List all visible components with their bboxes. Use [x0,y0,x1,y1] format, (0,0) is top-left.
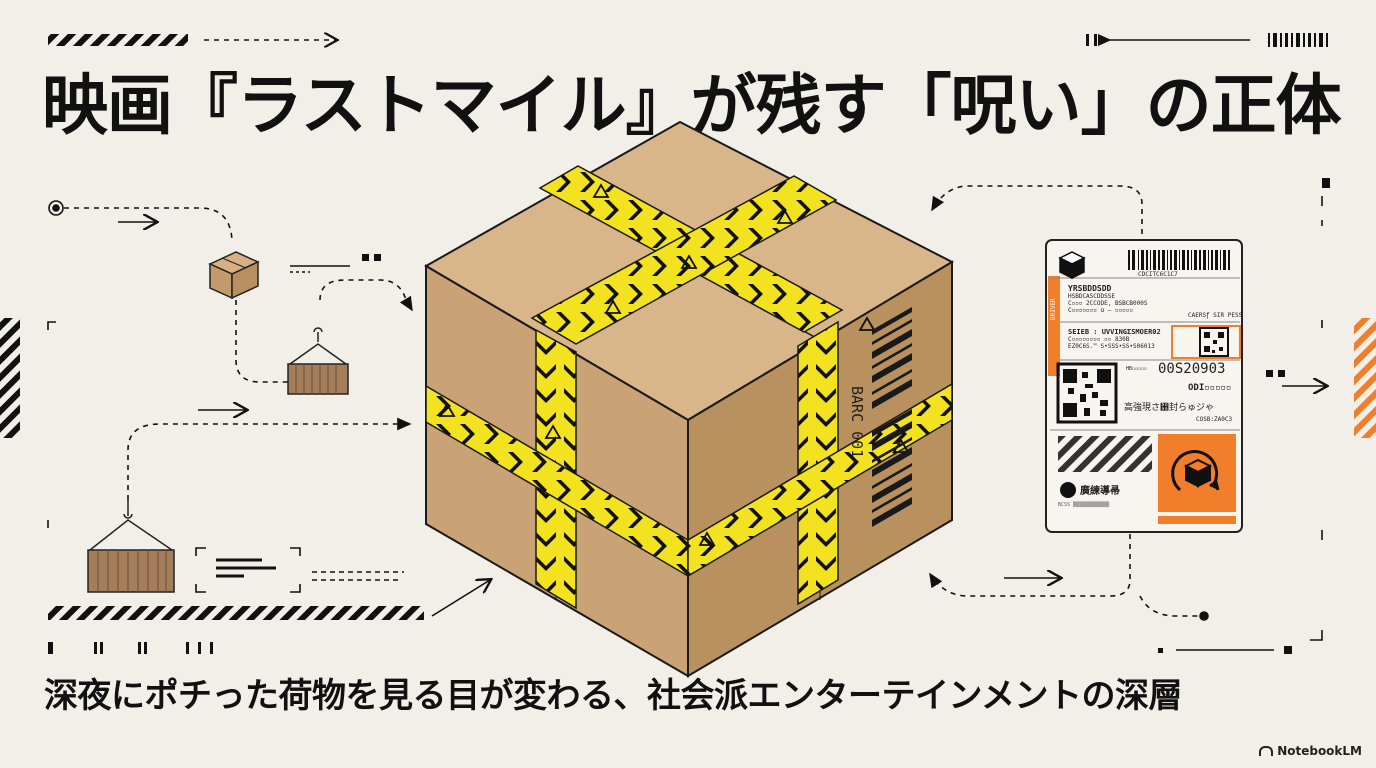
small-package-icon [208,251,260,300]
label-code2: ODI▫▫▫▫▫ [1188,383,1232,393]
label-block1-right: CAERSƒ SIR PESS [1188,312,1243,319]
label-header-barcode-text: CDCITC6C1C7 [1138,271,1178,278]
label-block2: SEIEB : UVVINGΣSMOER02 C▫▫▫▫▫▫▫▫ ▫▫ 830B… [1068,328,1172,350]
label-company-name: 廣練導帚 [1080,486,1120,497]
label-side-text: DRIVER [1050,298,1057,320]
company-logo-icon [1060,482,1076,498]
label-tracking-number: 00S20903 [1158,361,1226,377]
warning-triangles [438,183,910,546]
page-title: 映画『ラストマイル』が残す「呪い」の正体 [42,67,1342,144]
label-qr-small [1199,327,1229,357]
label-block2-line: SEIEB : UVVINGΣSMOER02 [1068,328,1161,336]
right-dots [1158,178,1330,654]
bottom-left-hazard-strip [48,606,424,620]
label-block1-line: YRSBDDSDD [1068,284,1112,293]
label-block1-line: C▫▫▫▫▫▫▫ ɑ — ▫▫▫▫▫ [1068,307,1134,314]
label-bottom-barcode [1058,436,1152,472]
notebooklm-watermark: NotebookLM [1259,744,1362,758]
label-box-icon [1058,251,1086,280]
label-jp-text: 高強現さ゘封らゅジゃ [1124,403,1215,413]
right-flow-diagram [929,185,1326,651]
box-barcode [872,307,912,527]
page-subtitle: 深夜にポチった荷物を見る目が変わる、社会派エンターテインメントの深層 [44,676,1182,716]
label-block1: YRSBDDSDD HSBDCΑSCDDSSE C▫▫▫ 2CCODE, BSB… [1068,284,1178,314]
label-header-barcode [1128,250,1230,270]
left-edge-hazard [0,318,20,438]
top-left-hazard-strip [48,34,188,46]
label-side-band [1048,276,1060,376]
right-edge-hazard [1354,318,1376,438]
hazard-tape [425,165,953,610]
left-dots [48,254,381,654]
label-qr-large [1056,362,1118,424]
label-block2-line: C▫▫▫▫▫▫▫▫ ▫▫ 830B [1068,336,1130,343]
box-side-text: BARC 001 [848,386,866,458]
label-tracking-small: HB▫▫▫▫▫ [1126,366,1148,372]
label-footer-text: BCSS ▒▒▒▒▒▒▒▒▒▒▒▒ [1058,502,1110,508]
brand-name: NotebookLM [1277,744,1362,758]
label-orange-strip [1158,516,1236,524]
hanging-container-large [87,500,175,593]
notebooklm-logo-icon [1259,746,1274,756]
shipping-label [1045,239,1243,533]
return-package-icon [1171,450,1220,492]
left-flow-diagram [47,200,490,617]
hanging-container-small [287,327,349,395]
label-block1-line: C▫▫▫ 2CCODE, BSBCB000S [1068,300,1148,307]
cardboard-box [423,120,955,678]
label-block2-line: EZ0C6S.™ S•SSS•SS•S06013 [1068,343,1155,350]
top-right-decoration [1086,33,1328,47]
label-code3: COSB:ZA0C3 [1196,416,1233,423]
label-block1-line: HSBDCΑSCDDSSE [1068,293,1115,300]
